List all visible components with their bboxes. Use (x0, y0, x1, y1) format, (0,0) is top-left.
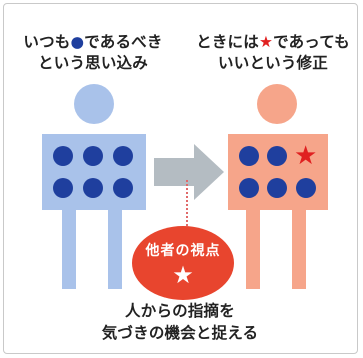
bottom-caption: 人からの指摘を 気づきの機会と捉える (30, 300, 330, 344)
right-dot-5 (267, 178, 287, 198)
left-dot-2 (83, 146, 103, 166)
left-dot-4 (53, 178, 73, 198)
left-figure-leg-left (62, 209, 76, 289)
blue-dot-icon: ● (70, 33, 85, 51)
left-caption-line1: いつも●であるべき (23, 33, 163, 51)
bottom-caption-line2: 気づきの機会と捉える (101, 324, 259, 342)
left-caption: いつも●であるべき という思い込み (8, 32, 178, 74)
right-caption-line2: いいという修正 (218, 54, 328, 72)
right-dot-6 (296, 178, 316, 198)
right-dot-1 (239, 146, 259, 166)
right-dot-2 (267, 146, 287, 166)
right-arrow-icon (154, 140, 226, 204)
bottom-caption-line1: 人からの指摘を (125, 302, 235, 320)
left-dot-1 (53, 146, 73, 166)
right-star-icon: ★ (294, 141, 318, 171)
right-dot-4 (239, 178, 259, 198)
right-figure-head (257, 84, 297, 124)
left-dot-3 (113, 146, 133, 166)
right-figure-leg-left (246, 209, 260, 289)
left-dot-5 (83, 178, 103, 198)
bubble-label: 他者の視点 (145, 243, 221, 259)
dotted-connector (186, 180, 188, 234)
bubble-star-icon: ★ (172, 261, 194, 289)
left-caption-line2: という思い込み (38, 54, 148, 72)
others-perspective-bubble: 他者の視点 ★ (132, 226, 234, 300)
left-dot-6 (113, 178, 133, 198)
right-caption-line1: ときには★であっても (196, 33, 350, 51)
red-star-icon: ★ (258, 33, 274, 51)
left-figure-leg-right (108, 209, 122, 289)
right-caption: ときには★であっても いいという修正 (188, 32, 358, 74)
right-figure-leg-right (292, 209, 306, 289)
left-figure-head (74, 84, 114, 124)
